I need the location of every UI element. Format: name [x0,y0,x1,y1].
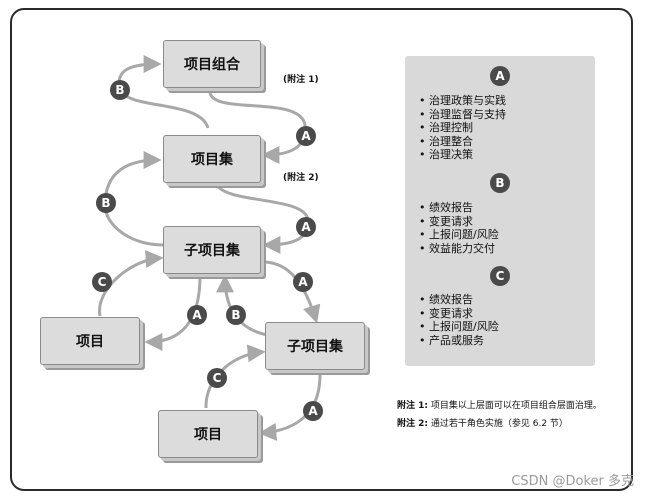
node-project-2: 项目 [158,410,258,458]
list-item: 治理控制 [419,121,506,135]
node-program: 项目集 [163,135,261,183]
legend-note-2-text: 通过若干角色实施（参见 6.2 节） [430,419,568,429]
list-item: 变更请求 [419,307,499,321]
list-item: 变更请求 [419,215,499,229]
list-item: 治理政策与实践 [419,94,506,108]
legend-note-1-label: 附注 1: [397,401,428,411]
list-item: 产品或服务 [419,334,499,348]
badge-a-to-project1: A [187,305,207,325]
list-item: 绩效报告 [419,293,499,307]
badge-b-program: B [96,193,116,213]
badge-b-portfolio: B [110,80,130,100]
badge-b-subprogram2: B [226,305,246,325]
legend-note-2: 附注 2: 通过若干角色实施（参见 6.2 节） [397,416,568,429]
list-item: 治理决策 [419,148,506,162]
badge-c-project1: C [92,272,112,292]
badge-a-program: A [296,217,316,237]
arrow-a-subprogram-to-subprogram2 [262,260,321,324]
node-subprogram-2: 子项目集 [265,322,365,370]
watermark: CSDN @Doker 多克 [511,474,634,489]
list-item: 绩效报告 [419,201,499,215]
note-1: (附注 1) [283,75,319,85]
panel-badge-c: C [490,266,510,286]
arrow-a-portfolio-to-program [208,92,307,164]
list-item: 效益能力交付 [419,242,499,256]
panel-badge-a: A [490,66,510,86]
list-item: 治理监督与支持 [419,108,506,122]
list-item: 上报问题/风险 [419,320,499,334]
node-portfolio: 项目组合 [163,40,261,88]
legend-note-1-text: 项目集以上层面可以在项目组合层面治理。 [430,401,602,411]
badge-a-subprogram2: A [303,401,323,421]
note-2: (附注 2) [283,173,319,183]
panel-badge-b: B [490,173,510,193]
legend-note-2-label: 附注 2: [397,419,428,429]
panel-list-a: 治理政策与实践 治理监督与支持 治理控制 治理整合 治理决策 [419,94,506,162]
badge-c-project2: C [207,368,227,388]
list-item: 上报问题/风险 [419,228,499,242]
list-item: 治理整合 [419,135,506,149]
legend-note-1: 附注 1: 项目集以上层面可以在项目组合层面治理。 [397,398,602,411]
node-subprogram: 子项目集 [163,226,261,274]
badge-a-subprogram: A [293,272,313,292]
arrow-c-project1-to-subprogram [98,249,164,317]
panel-list-b: 绩效报告 变更请求 上报问题/风险 效益能力交付 [419,201,499,255]
governance-panel: A 治理政策与实践 治理监督与支持 治理控制 治理整合 治理决策 B 绩效报告 … [405,56,595,366]
node-project-1: 项目 [40,317,140,365]
panel-list-c: 绩效报告 变更请求 上报问题/风险 产品或服务 [419,293,499,347]
badge-a-portfolio: A [296,126,316,146]
